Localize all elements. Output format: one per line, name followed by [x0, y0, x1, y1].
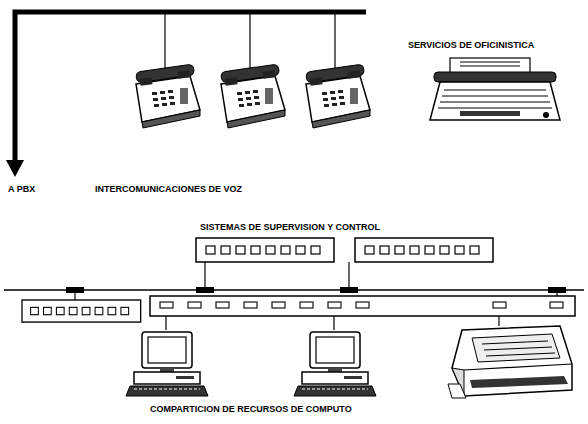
caption-label: COMPARTICION DE RECURSOS DE COMPUTO	[150, 404, 352, 415]
caption-label: SISTEMAS DE SUPERVISION Y CONTROL	[200, 222, 380, 233]
printer-icon	[448, 326, 572, 398]
hub-strip	[150, 296, 575, 330]
typewriter-icon	[430, 58, 560, 120]
caption-label: INTERCOMUNICACIONES DE VOZ	[95, 184, 242, 195]
lan-bus	[4, 262, 584, 300]
telephone-set	[136, 64, 370, 128]
caption-label: A PBX	[8, 184, 35, 195]
computer-icon	[126, 332, 376, 396]
caption-label: SERVICIOS DE OFICINISTICA	[408, 40, 534, 51]
